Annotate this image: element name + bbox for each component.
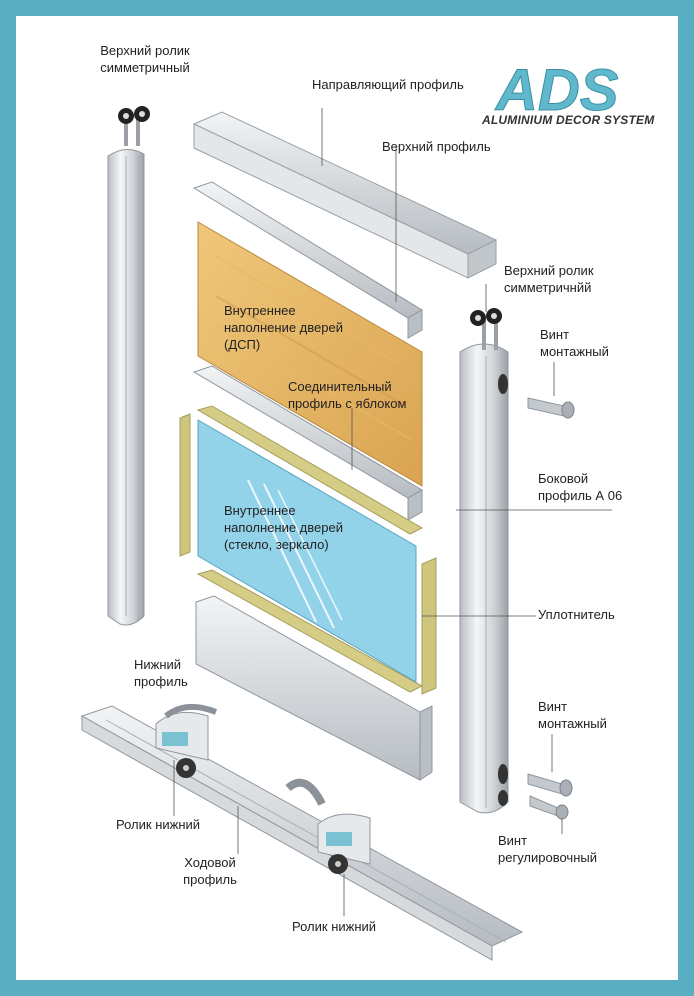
right-top-roller: [470, 308, 502, 350]
ads-logo: ADS ALUMINIUM DECOR SYSTEM: [476, 50, 676, 150]
left-top-roller: [118, 106, 150, 146]
diagram-frame: ADS ALUMINIUM DECOR SYSTEM Верхний ролик…: [16, 16, 678, 980]
seal-strips: [179, 405, 437, 695]
bottom-roller-right: [285, 778, 371, 874]
label-top-roller-left: Верхний ролик симметричный: [100, 43, 190, 75]
logo-mark: ADS: [494, 58, 619, 123]
label-bottom-roller-left: Ролик нижний: [116, 817, 201, 832]
chipboard-panel: [197, 221, 423, 487]
label-connecting-profile: Соединительный профиль с яблоком: [288, 379, 407, 411]
label-guide-profile: Направляющий профиль: [312, 77, 464, 92]
left-side-profile: [107, 149, 145, 626]
label-bottom-roller-right: Ролик нижний: [292, 919, 377, 934]
adjusting-screw: [529, 795, 569, 820]
bottom-roller-left: [155, 703, 218, 778]
label-bottom-profile: Нижний профиль: [134, 657, 188, 689]
logo-tagline: ALUMINIUM DECOR SYSTEM: [482, 113, 655, 127]
connecting-profile: [192, 365, 423, 521]
label-screw-mount-bottom: Винт монтажный: [538, 699, 607, 731]
guide-profile: [192, 111, 498, 279]
top-profile: [192, 181, 423, 339]
door-assembly-diagram: [80, 106, 612, 961]
leader-lines: [173, 108, 612, 916]
glass-panel: [197, 419, 417, 683]
bottom-profile: [195, 595, 433, 781]
mounting-screw-bottom: [527, 773, 573, 797]
label-top-roller-right: Верхний ролик симметричнйй: [504, 263, 594, 295]
label-fill-glass: Внутреннее наполнение дверей (стекло, зе…: [224, 503, 343, 552]
label-screw-mount-top: Винт монтажный: [540, 327, 609, 359]
label-adjust-screw: Винт регулировочный: [498, 833, 597, 865]
label-side-profile: Боковой профиль А 06: [538, 471, 623, 503]
label-seal: Уплотнитель: [538, 607, 615, 622]
label-fill-chipboard: Внутреннее наполнение дверей (ДСП): [224, 303, 343, 352]
label-running-profile: Ходовой профиль: [183, 855, 237, 887]
mounting-screw-top: [527, 397, 575, 419]
label-top-profile: Верхний профиль: [382, 139, 491, 154]
right-side-profile: [459, 343, 509, 814]
